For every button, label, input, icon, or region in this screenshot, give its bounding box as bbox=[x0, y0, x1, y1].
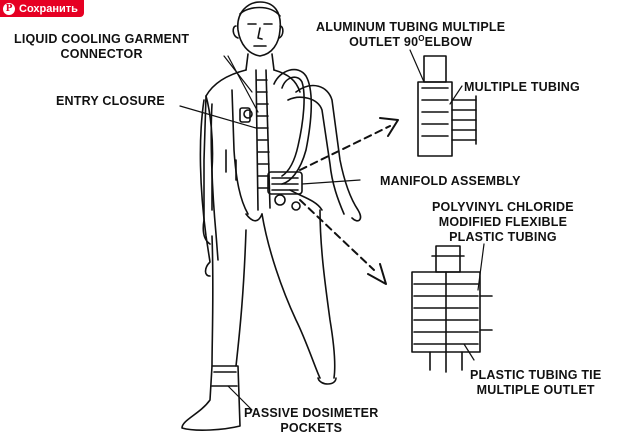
label-elbow: ELBOW bbox=[424, 35, 473, 49]
elbow-outlet-detail bbox=[417, 55, 477, 157]
pinterest-icon: P bbox=[3, 2, 15, 15]
label-dosimeter-pockets: PASSIVE DOSIMETER POCKETS bbox=[244, 406, 378, 436]
figure-head bbox=[232, 1, 284, 71]
leader-lines bbox=[179, 49, 485, 411]
label-degree-sign: O bbox=[418, 33, 425, 43]
label-aluminum-outlet: OUTLET 90 bbox=[349, 35, 419, 49]
label-aluminum-tubing-line1: ALUMINUM TUBING MULTIPLE bbox=[316, 20, 506, 34]
label-aluminum-tubing-line2: OUTLET 90OELBOW bbox=[316, 33, 505, 50]
label-dosimeter-line2: POCKETS bbox=[280, 421, 343, 435]
arrow-heads bbox=[367, 117, 399, 285]
label-lcg-connector-line2: CONNECTOR bbox=[60, 47, 143, 61]
label-pvc-tubing: POLYVINYL CHLORIDE MODIFIED FLEXIBLE PLA… bbox=[432, 200, 574, 245]
label-tubing-tie-line2: MULTIPLE OUTLET bbox=[476, 383, 595, 397]
label-aluminum-tubing: ALUMINUM TUBING MULTIPLE OUTLET 90OELBOW bbox=[316, 20, 505, 50]
label-pvc-line3: PLASTIC TUBING bbox=[449, 230, 557, 244]
pinterest-save-button[interactable]: P Сохранить bbox=[0, 0, 84, 17]
tie-outlet-detail bbox=[411, 245, 493, 373]
label-entry-closure: ENTRY CLOSURE bbox=[56, 94, 165, 108]
label-dosimeter-line1: PASSIVE DOSIMETER bbox=[244, 406, 379, 420]
label-lcg-connector: LIQUID COOLING GARMENT CONNECTOR bbox=[14, 32, 189, 62]
callout-arrows bbox=[299, 125, 391, 271]
save-button-label: Сохранить bbox=[19, 2, 78, 15]
label-lcg-connector-line1: LIQUID COOLING GARMENT bbox=[14, 32, 190, 46]
label-pvc-line2: MODIFIED FLEXIBLE bbox=[438, 215, 568, 229]
label-tubing-tie-line1: PLASTIC TUBING TIE bbox=[470, 368, 602, 382]
label-multiple-tubing: MULTIPLE TUBING bbox=[464, 80, 580, 94]
label-pvc-line1: POLYVINYL CHLORIDE bbox=[432, 200, 574, 214]
label-tubing-tie: PLASTIC TUBING TIE MULTIPLE OUTLET bbox=[470, 368, 601, 398]
figure-body bbox=[181, 68, 362, 431]
label-manifold-assembly: MANIFOLD ASSEMBLY bbox=[380, 174, 521, 188]
